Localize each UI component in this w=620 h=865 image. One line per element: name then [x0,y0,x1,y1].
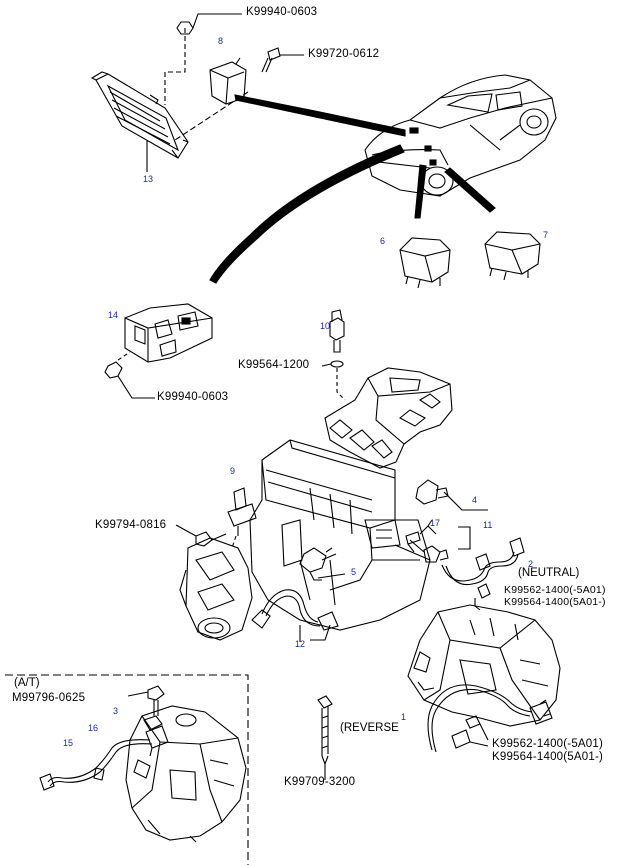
bracket-11 [458,526,471,550]
control-unit-13 [90,71,189,159]
callout-4: 4 [472,495,478,505]
part-number-top-nut: K99940-0603 [246,6,318,18]
part-number-bracket-bolt: K99794-0816 [95,519,167,531]
relay-7 [484,231,541,281]
callout-14: 14 [108,310,119,320]
callout-6: 6 [380,236,386,246]
relay-block-14 [124,303,213,363]
part-number-at-bolt: M99796-0625 [12,692,86,704]
callout-13: 13 [143,174,154,184]
callout-15: 15 [63,738,74,748]
reverse-switch-harness [427,684,553,753]
callout-9: 9 [230,466,236,476]
label-neutral: (NEUTRAL) [518,567,580,579]
callout-17: 17 [430,518,441,528]
exhaust-manifold [179,537,253,641]
sensor-4 [415,479,488,511]
callout-3: 3 [113,706,119,716]
nut-top [176,13,242,35]
callout-7: 7 [543,230,549,240]
part-number-top-bolt: K99720-0612 [308,48,380,60]
label-reverse: (REVERSE [340,722,399,734]
part-number-reverse-a: K99562-1400(-5A01) [492,738,604,750]
callout-5: 5 [351,567,357,577]
sweep-lines [209,94,496,284]
engine-block [249,439,431,641]
clip-bottom [317,695,333,780]
at-section-border [5,674,249,865]
leader-dashed [164,28,186,105]
callout-1: 1 [401,712,407,722]
at-bolt [127,685,165,716]
sensor-10 [321,309,346,401]
at-transmission [125,705,247,843]
part-number-neutral-b: K99564-1400(5A01-) [504,596,606,608]
intake-manifold [324,367,453,469]
callout-8: 8 [218,36,224,46]
manual-transmission [407,598,561,727]
part-number-neutral-a: K99562-1400(-5A01) [504,584,606,596]
callout-16: 16 [88,723,99,733]
sensor-17 [405,519,437,553]
callout-11: 11 [483,520,493,530]
part-number-relay-block-nut: K99940-0603 [157,391,229,403]
at-harness-15 [39,739,153,791]
callout-10: 10 [320,321,331,331]
neutral-switch-harness [441,537,525,599]
o2-sensor-12 [251,589,339,642]
callout-12: 12 [295,639,306,649]
sensor-11 [409,539,449,563]
relay-6 [399,237,451,289]
bolt-bracket [175,524,227,547]
part-number-bottom-clip: K99709-3200 [284,776,356,788]
sensor-9 [227,487,257,549]
callout-2: 2 [528,559,534,569]
at-switch [143,715,169,757]
bolt-top [261,47,304,73]
part-number-sensor-washer: K99564-1200 [238,359,310,371]
relay-8 [209,57,247,105]
sensor-5 [299,547,346,581]
part-number-reverse-b: K99564-1400(5A01-) [492,751,604,763]
nut-relay-block [104,351,155,399]
label-at: (A/T) [14,677,40,689]
